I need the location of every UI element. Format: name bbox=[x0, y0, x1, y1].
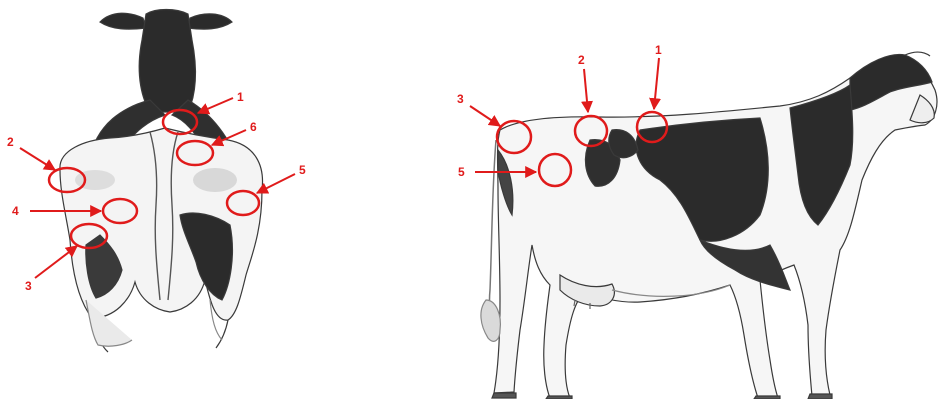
marker-arrow bbox=[20, 148, 55, 170]
marker-label: 1 bbox=[237, 90, 244, 104]
marker-arrow bbox=[470, 106, 500, 126]
marker-label: 4 bbox=[12, 204, 19, 218]
marker-label: 5 bbox=[299, 163, 306, 177]
marker-arrow bbox=[584, 69, 588, 112]
marker-label: 1 bbox=[655, 43, 662, 57]
marker-arrow bbox=[35, 246, 77, 278]
marker-arrow bbox=[198, 98, 233, 113]
marker-label: 6 bbox=[250, 120, 257, 134]
marker-label: 2 bbox=[7, 135, 14, 149]
marker-label: 5 bbox=[458, 165, 465, 179]
rear-view-cow-illustration bbox=[60, 10, 263, 353]
marker-arrow bbox=[654, 58, 659, 109]
marker-label: 3 bbox=[25, 279, 32, 293]
marker-label: 3 bbox=[457, 92, 464, 106]
side-view-cow-illustration bbox=[481, 52, 937, 399]
marker-label: 2 bbox=[578, 53, 585, 67]
